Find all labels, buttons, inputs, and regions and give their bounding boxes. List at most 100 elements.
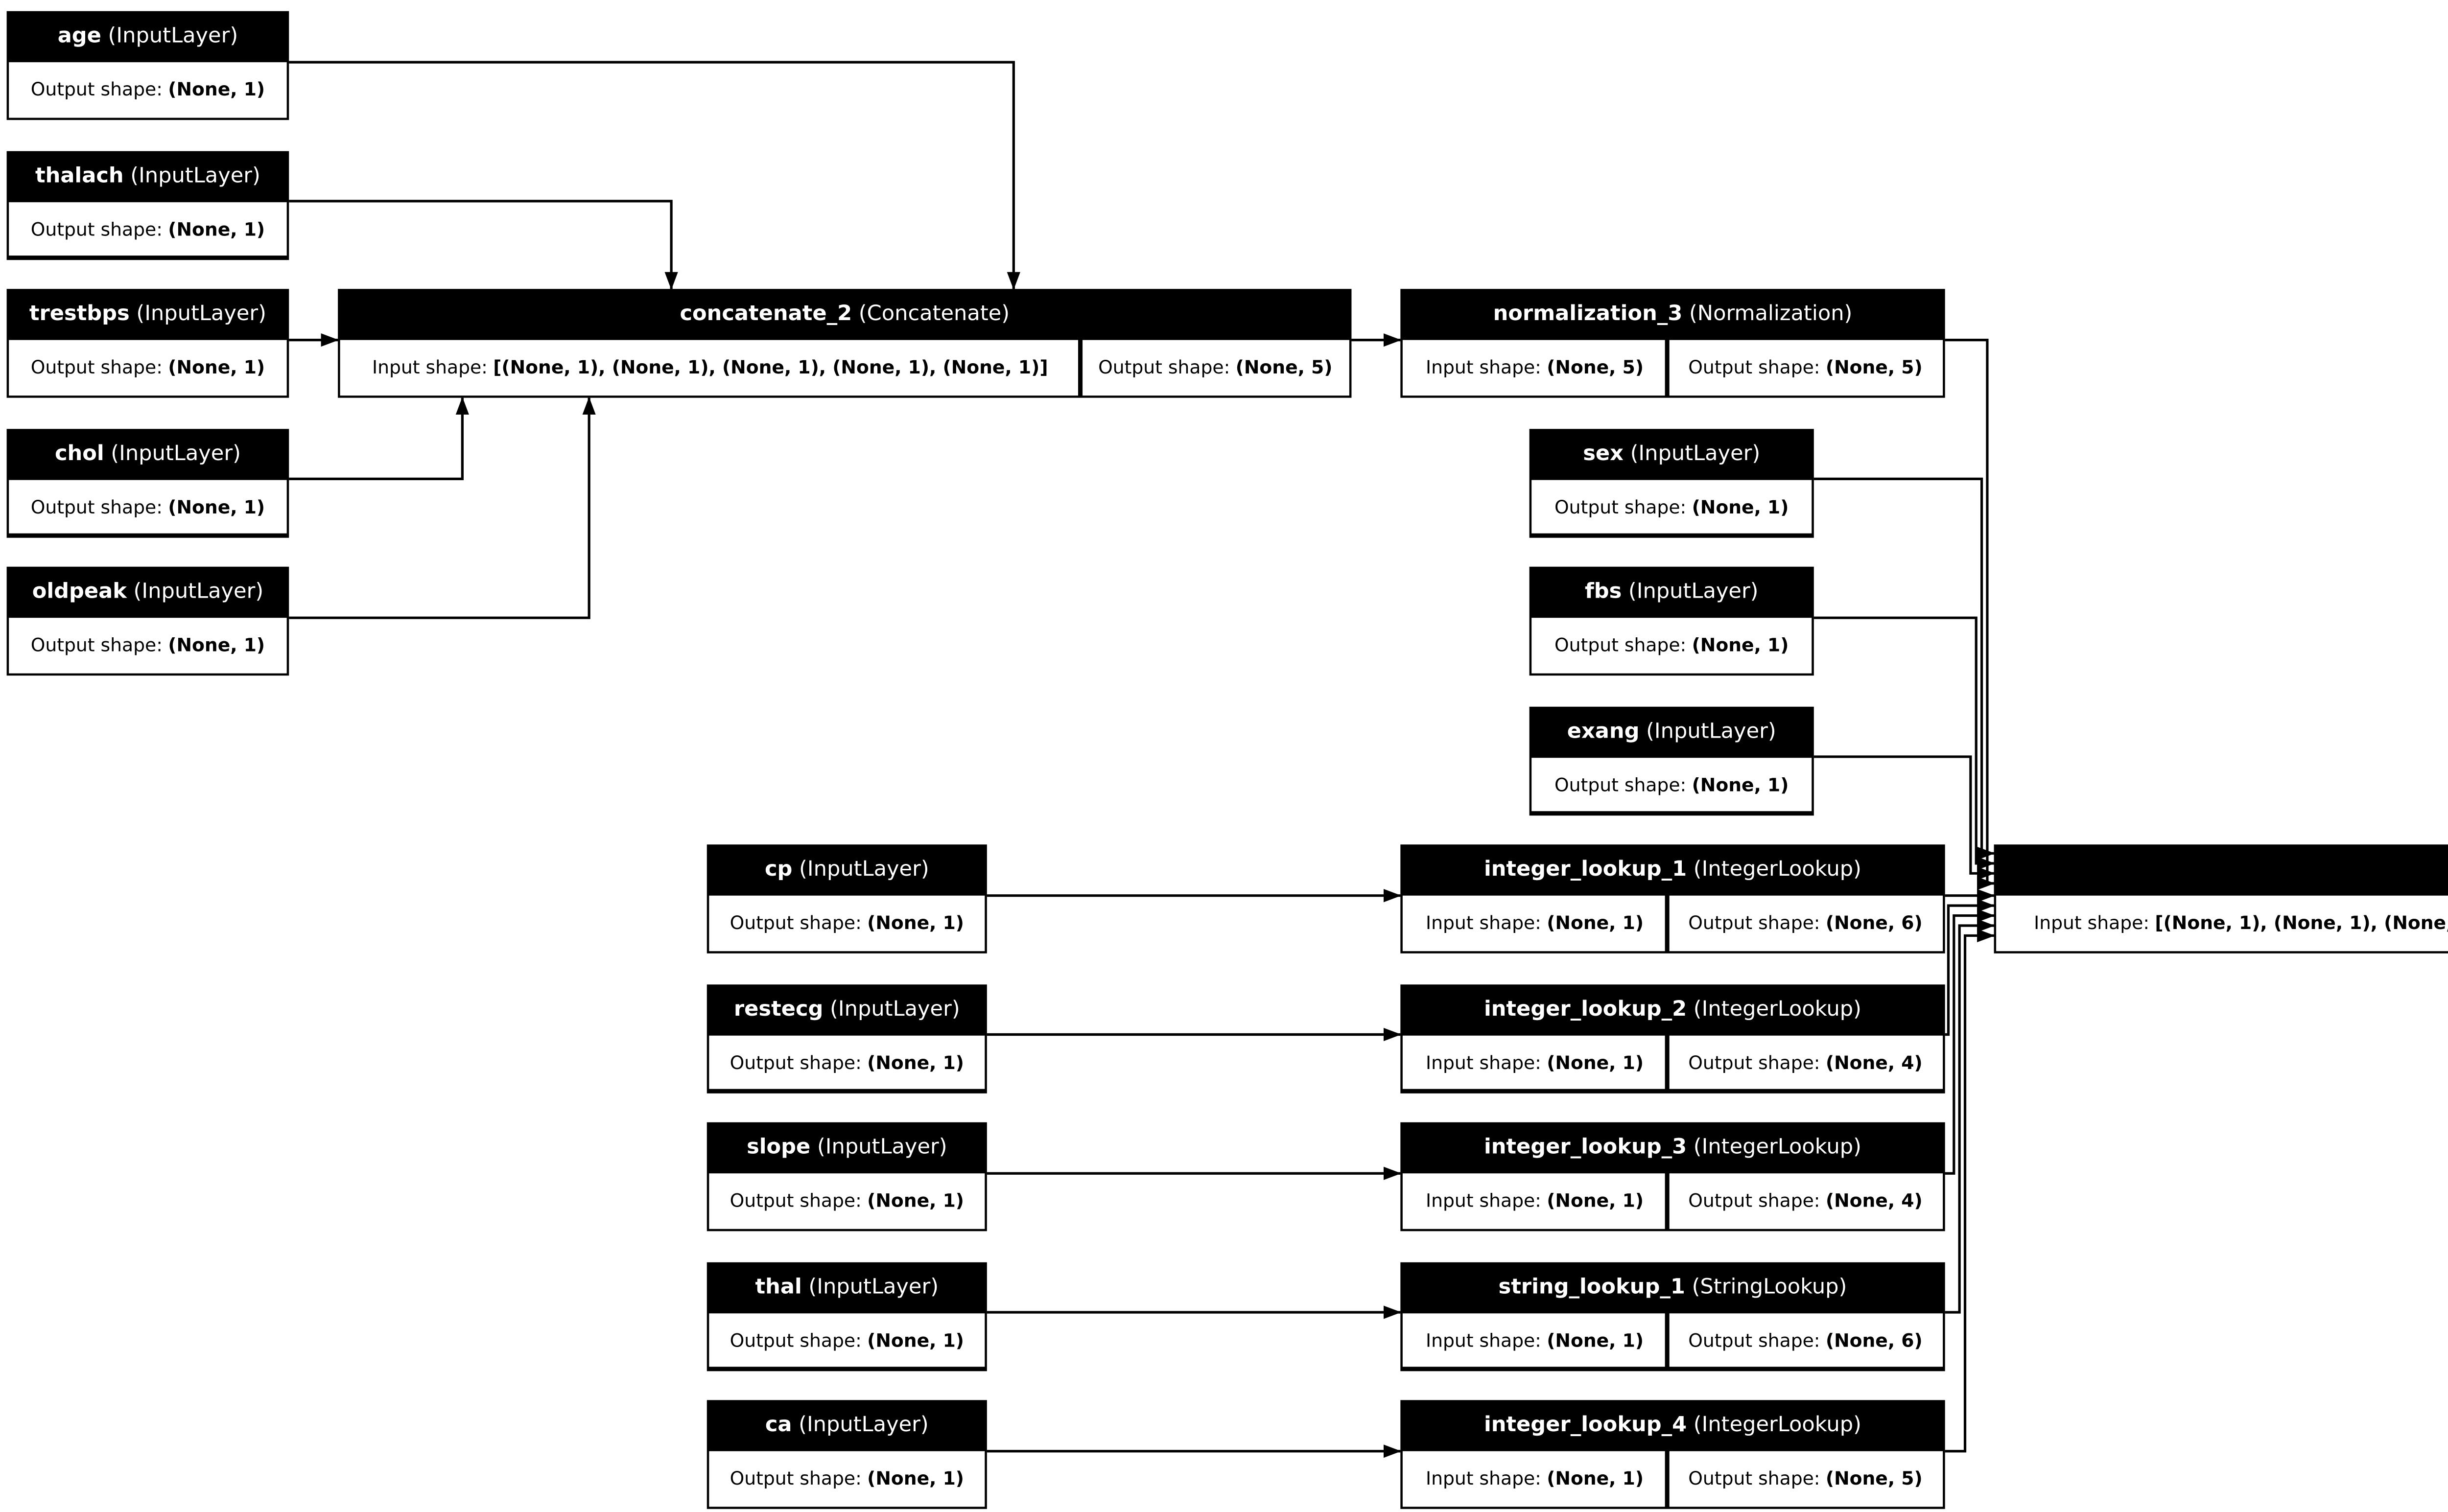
shape-cell: Output shape:(None, 1) xyxy=(9,618,286,673)
shape-label: Output shape: xyxy=(1688,356,1820,379)
shape-value: (None, 4) xyxy=(1825,1050,1923,1073)
shape-cell: Output shape:(None, 4) xyxy=(1669,1034,1942,1090)
node-slope: slope(InputLayer) Output shape:(None, 1) xyxy=(706,1122,987,1232)
layer-name: cp xyxy=(764,858,793,883)
node-exang: exang(InputLayer)Output shape:(None, 1) xyxy=(1529,705,1814,814)
layer-name: ca xyxy=(765,1413,792,1438)
shape-label: Input shape: xyxy=(372,356,488,379)
node-fbs: fbs(InputLayer)Output shape:(None, 1) xyxy=(1529,566,1814,676)
node-thalach: thalach(InputLayer)Output shape:(None, 1… xyxy=(6,150,289,259)
shape-cell: Output shape:(None, 1) xyxy=(710,1312,984,1367)
node-title: integer_lookup_1(IntegerLookup) xyxy=(1400,844,1945,895)
shape-label: Output shape: xyxy=(30,217,163,240)
shape-cell: Input shape:[(None, 1), (None, 1), (None… xyxy=(1997,895,2448,951)
layer-name: slope xyxy=(747,1136,811,1160)
node-body: Input shape:(None, 1)Output shape:(None,… xyxy=(1403,1312,1942,1367)
shape-value: (None, 1) xyxy=(168,495,265,517)
layer-name: sex xyxy=(1583,441,1624,466)
node-body: Output shape:(None, 1) xyxy=(710,1312,984,1367)
shape-value: (None, 1) xyxy=(168,634,265,656)
shape-cell: Output shape:(None, 1) xyxy=(1532,479,1811,534)
shape-label: Output shape: xyxy=(30,78,163,101)
layer-type: (InputLayer) xyxy=(830,997,960,1022)
layer-type: (InputLayer) xyxy=(108,24,238,49)
shape-value: (None, 1) xyxy=(1547,1189,1644,1212)
shape-value: (None, 1) xyxy=(168,356,265,379)
shape-label: Output shape: xyxy=(1554,773,1687,795)
shape-label: Output shape: xyxy=(730,1189,862,1212)
shape-cell: Output shape:(None, 1) xyxy=(710,1451,984,1506)
layer-type: (InputLayer) xyxy=(1628,580,1759,605)
shape-label: Input shape: xyxy=(1425,911,1541,934)
shape-label: Output shape: xyxy=(30,634,163,656)
node-title: restecg(InputLayer) xyxy=(707,983,987,1034)
node-title: thal(InputLayer) xyxy=(707,1261,987,1312)
node-normalization_3: normalization_3(Normalization)Input shap… xyxy=(1400,289,1945,398)
shape-value: (None, 5) xyxy=(1825,1467,1923,1490)
node-restecg: restecg(InputLayer)Output shape:(None, 1… xyxy=(706,983,987,1093)
shape-cell: Input shape:(None, 1) xyxy=(1403,1312,1666,1367)
layer-type: (StringLookup) xyxy=(1692,1274,1847,1299)
edge-sex-to-concatenate_3 xyxy=(1813,477,1995,861)
shape-cell: Output shape:(None, 1) xyxy=(710,1173,984,1228)
layer-name: exang xyxy=(1567,719,1640,744)
shape-label: Output shape: xyxy=(730,911,862,934)
shape-cell: Output shape:(None, 5) xyxy=(1669,340,1942,395)
layer-type: (InputLayer) xyxy=(1630,441,1761,466)
layer-type: (IntegerLookup) xyxy=(1693,997,1862,1022)
shape-label: Output shape: xyxy=(1688,1467,1820,1490)
layer-type: (IntegerLookup) xyxy=(1693,1413,1862,1438)
edge-age-to-concatenate_2 xyxy=(289,61,1020,290)
node-body: Output shape:(None, 1) xyxy=(9,479,286,534)
node-body: Output shape:(None, 1) xyxy=(9,201,286,256)
shape-cell: Output shape:(None, 1) xyxy=(9,62,286,117)
node-string_lookup_1: string_lookup_1(StringLookup)Input shape… xyxy=(1400,1261,1945,1371)
layer-type: (InputLayer) xyxy=(1646,719,1776,744)
node-integer_lookup_3: integer_lookup_3(IntegerLookup)Input sha… xyxy=(1400,1122,1945,1232)
layer-name: integer_lookup_2 xyxy=(1483,997,1687,1022)
shape-cell: Input shape:[(None, 1), (None, 1), (None… xyxy=(341,340,1080,395)
layer-type: (IntegerLookup) xyxy=(1693,858,1862,883)
shape-value: (None, 1) xyxy=(1547,1467,1644,1490)
node-concatenate_2: concatenate_2(Concatenate)Input shape:[(… xyxy=(338,289,1352,398)
shape-value: (None, 1) xyxy=(1692,495,1789,517)
layer-type: (InputLayer) xyxy=(799,858,929,883)
node-title: exang(InputLayer) xyxy=(1530,706,1814,757)
node-body: Output shape:(None, 1) xyxy=(9,618,286,673)
shape-label: Output shape: xyxy=(1554,495,1687,517)
edge-integer_lookup_4-to-concatenate_3 xyxy=(1945,929,1995,1453)
layer-name: fbs xyxy=(1584,580,1622,605)
shape-value: (None, 1) xyxy=(867,1189,965,1212)
node-title: integer_lookup_4(IntegerLookup) xyxy=(1400,1400,1945,1451)
node-cp: cp(InputLayer)Output shape:(None, 1) xyxy=(706,844,987,954)
node-integer_lookup_4: integer_lookup_4(IntegerLookup)Input sha… xyxy=(1400,1400,1945,1509)
node-thal: thal(InputLayer)Output shape:(None, 1) xyxy=(706,1261,987,1371)
shape-cell: Input shape:(None, 1) xyxy=(1403,1173,1666,1228)
shape-label: Output shape: xyxy=(30,495,163,517)
shape-cell: Input shape: (None, 1) xyxy=(1403,1034,1666,1090)
node-body: Input shape: (None, 1) Output shape:(None,… xyxy=(1403,1034,1942,1090)
shape-label: Input shape: xyxy=(1425,1050,1541,1073)
node-trestbps: trestbps(InputLayer)Output shape:(None, … xyxy=(6,289,289,398)
node-body: Input shape:(None, 1)Output shape:(None,… xyxy=(1403,895,1942,951)
node-body: Output shape:(None, 1) xyxy=(710,1034,984,1090)
shape-label: Output shape: xyxy=(730,1467,862,1490)
node-ca: ca(InputLayer)Output shape:(None, 1) xyxy=(706,1400,987,1509)
shape-value: (None, 1) xyxy=(867,1050,965,1073)
node-body: Input shape:(None, 5)Output shape:(None,… xyxy=(1403,340,1942,395)
node-body: Output shape:(None, 1) xyxy=(710,1451,984,1506)
shape-label: Output shape: xyxy=(30,356,163,379)
layer-type: (InputLayer) xyxy=(133,580,264,605)
node-title: integer_lookup_3(IntegerLookup) xyxy=(1400,1122,1945,1173)
layer-type: (Concatenate) xyxy=(858,302,1010,327)
shape-label: Input shape: xyxy=(1425,1328,1541,1351)
layer-type: (InputLayer) xyxy=(817,1136,947,1160)
edge-string_lookup_1-to-concatenate_3 xyxy=(1945,919,1995,1314)
layer-type: (Normalization) xyxy=(1689,302,1853,327)
shape-value: (None, 1) xyxy=(867,1467,965,1490)
layer-name: integer_lookup_4 xyxy=(1483,1413,1687,1438)
node-integer_lookup_2: integer_lookup_2(IntegerLookup) Input sha… xyxy=(1400,983,1945,1093)
shape-value: (None, 1) xyxy=(1547,1050,1644,1073)
